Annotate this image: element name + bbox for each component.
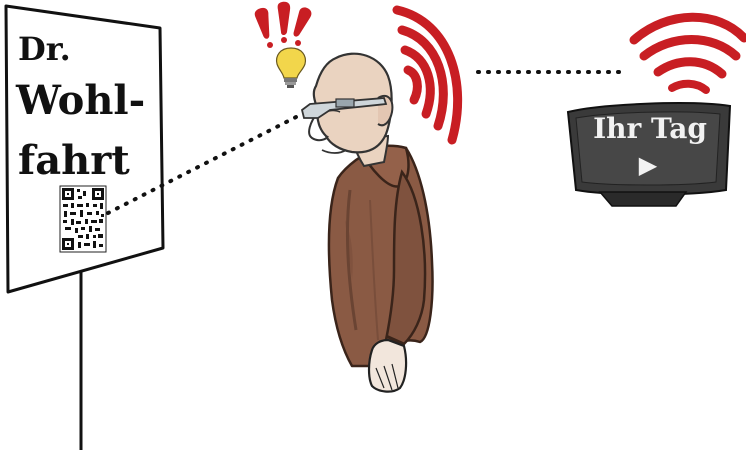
qr-code-icon — [60, 186, 106, 252]
lightbulb-icon — [277, 48, 306, 88]
play-icon: ▶ — [639, 150, 658, 179]
sign-line-1: Dr. — [18, 30, 71, 68]
exclamation-icon — [254, 2, 313, 48]
hand — [369, 340, 406, 392]
person — [302, 54, 433, 392]
wifi-signal-icon — [634, 17, 744, 90]
sign-line-2: Wohl- — [15, 77, 145, 124]
wifi-signal-icon — [397, 10, 458, 140]
tv-title: Ihr Tag — [593, 112, 707, 145]
sign-line-3: fahrt — [18, 137, 130, 184]
